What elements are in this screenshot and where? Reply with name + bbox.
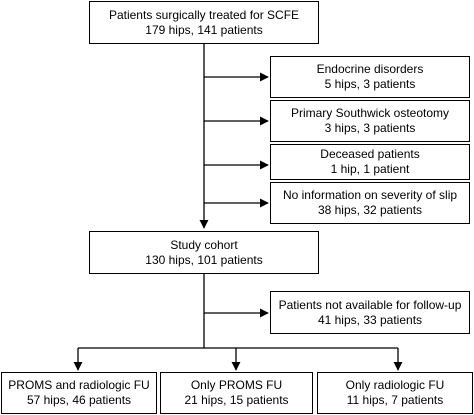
box-title: Patients not available for follow-up: [278, 297, 462, 312]
box-only-proms: Only PROMS FU 21 hips, 15 patients: [160, 372, 313, 414]
box-title: Primary Southwick osteotomy: [290, 106, 450, 120]
box-count: 1 hip, 1 patient: [330, 162, 410, 176]
box-count: 5 hips, 3 patients: [324, 77, 416, 91]
box-title: Study cohort: [170, 237, 238, 252]
box-followup-unavailable: Patients not available for follow-up 41 …: [270, 291, 470, 334]
box-title: Deceased patients: [320, 147, 420, 161]
box-title: PROMS and radiologic FU: [8, 378, 150, 392]
box-title: Patients surgically treated for SCFE: [108, 7, 300, 22]
box-count: 38 hips, 32 patients: [317, 203, 423, 217]
box-title: Only PROMS FU: [190, 378, 283, 392]
box-title: No information on severity of slip: [282, 188, 458, 202]
box-count: 179 hips, 141 patients: [145, 22, 263, 37]
box-title: Only radiologic FU: [345, 378, 445, 392]
box-surgically-treated: Patients surgically treated for SCFE 179…: [89, 1, 319, 44]
box-deceased-patients: Deceased patients 1 hip, 1 patient: [270, 144, 470, 180]
box-proms-and-radiologic: PROMS and radiologic FU 57 hips, 46 pati…: [1, 372, 157, 414]
box-count: 3 hips, 3 patients: [324, 121, 416, 135]
box-title: Endocrine disorders: [316, 62, 424, 76]
box-southwick-osteotomy: Primary Southwick osteotomy 3 hips, 3 pa…: [270, 100, 470, 142]
box-no-severity-info: No information on severity of slip 38 hi…: [270, 182, 470, 224]
box-count: 11 hips, 7 patients: [346, 393, 444, 407]
box-study-cohort: Study cohort 130 hips, 101 patients: [89, 231, 319, 274]
box-count: 41 hips, 33 patients: [317, 312, 423, 327]
box-count: 130 hips, 101 patients: [145, 252, 263, 267]
box-count: 21 hips, 15 patients: [184, 393, 289, 407]
box-endocrine-disorders: Endocrine disorders 5 hips, 3 patients: [270, 56, 470, 98]
box-count: 57 hips, 46 patients: [26, 393, 132, 407]
box-only-radiologic: Only radiologic FU 11 hips, 7 patients: [317, 372, 473, 414]
